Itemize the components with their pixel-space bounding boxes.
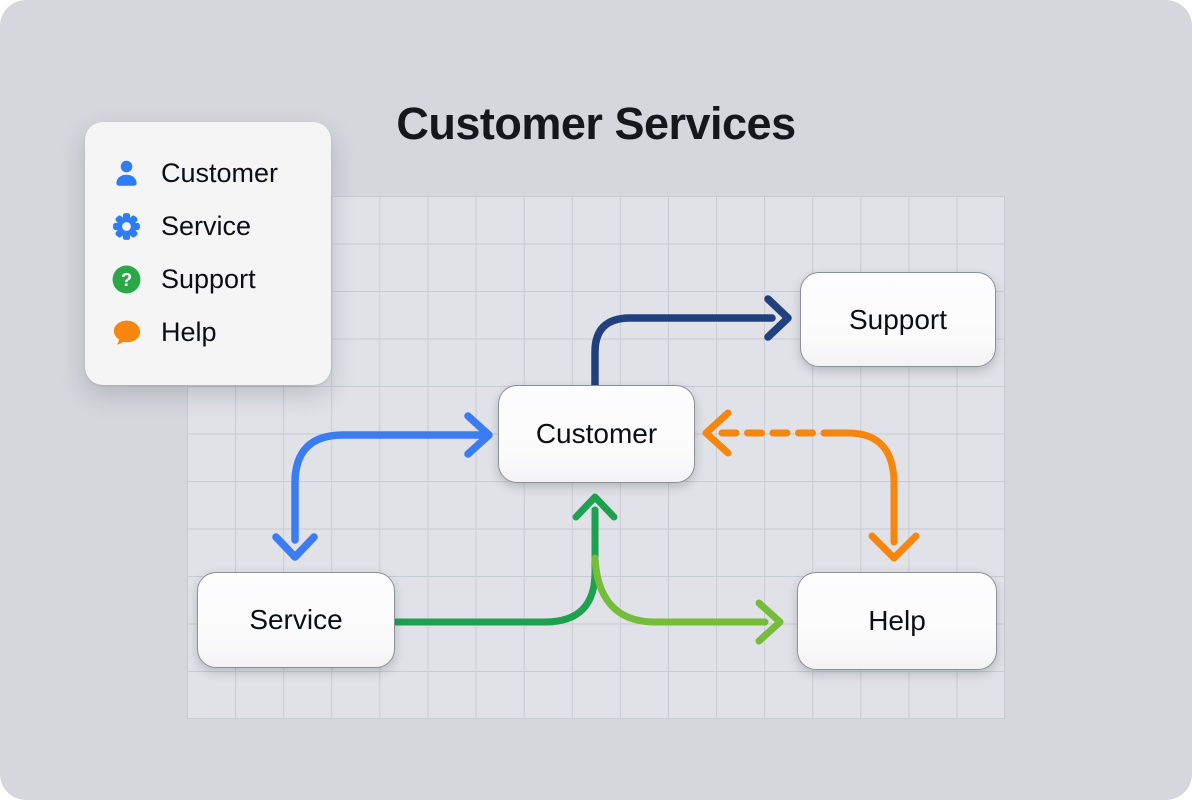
node-label: Support [848, 303, 948, 335]
node-support[interactable]: Support [800, 272, 996, 367]
legend-item-label: Support [161, 264, 256, 294]
node-help[interactable]: Help [797, 572, 997, 670]
page-title: Customer Services [396, 98, 796, 149]
chat-bubble-icon [111, 317, 142, 348]
question-circle-icon: ? [111, 264, 142, 295]
legend-item-label: Service [161, 211, 252, 241]
svg-text:?: ? [121, 269, 132, 290]
node-label: Service [249, 604, 343, 635]
gear-icon [111, 211, 142, 242]
legend-item-label: Customer [161, 158, 279, 188]
node-customer[interactable]: Customer [498, 385, 695, 483]
legend-item-customer: Customer [111, 158, 331, 189]
legend-item-support: ? Support [111, 264, 331, 295]
node-label: Customer [535, 418, 658, 449]
legend-item-service: Service [111, 211, 331, 242]
person-icon [111, 158, 142, 189]
node-label: Help [868, 605, 926, 636]
legend-panel: Customer Service [85, 122, 331, 385]
legend-item-label: Help [161, 317, 217, 347]
legend-item-help: Help [111, 317, 331, 348]
node-service[interactable]: Service [197, 572, 395, 668]
